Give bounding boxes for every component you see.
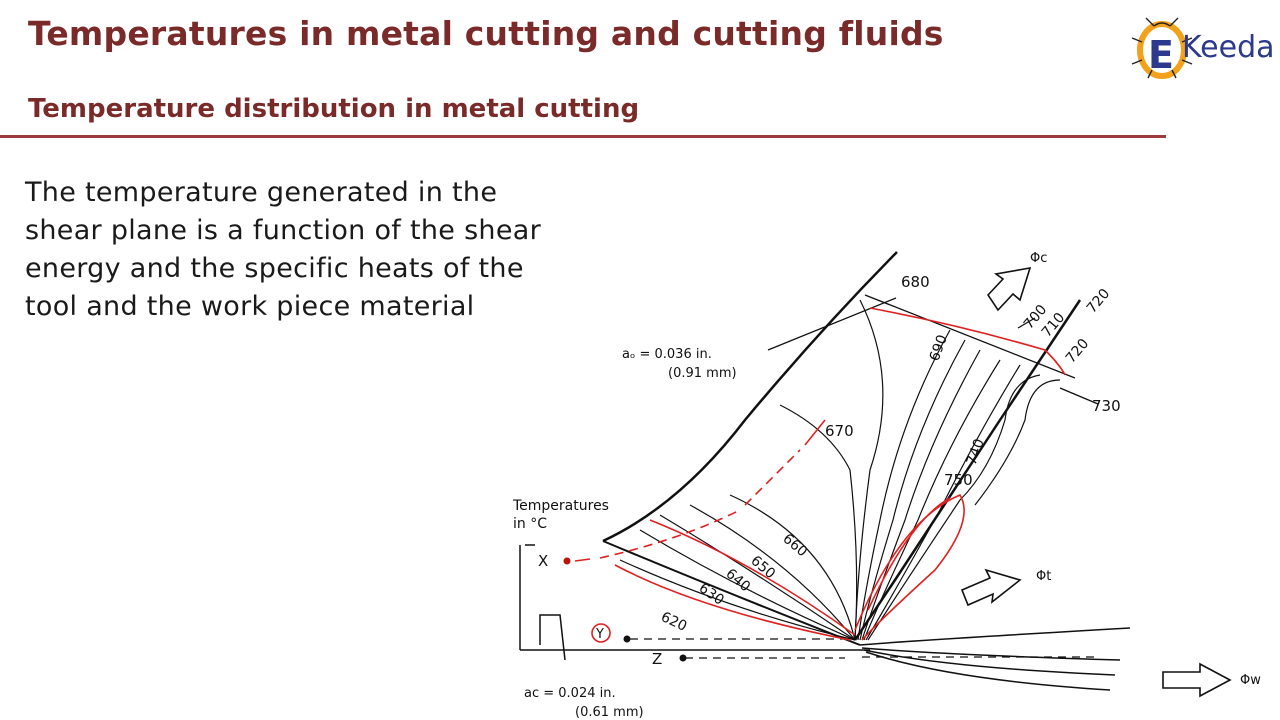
shear-plane (602, 540, 861, 646)
point-z-label: Z (652, 650, 662, 668)
isotherm-label-690: 690 (927, 333, 951, 364)
isotherm-label-720-lower: 720 (1063, 336, 1092, 367)
title-divider (0, 135, 1166, 138)
chip-thickness-metric: (0.91 mm) (668, 366, 737, 381)
isotherm-lines (619, 299, 1061, 641)
tool-flow-arrow-icon (960, 568, 1022, 607)
point-x-label: X (538, 552, 548, 570)
isotherm-label-740: 740 (964, 437, 988, 468)
material-points (563, 557, 687, 662)
phi-w-label: Φw (1240, 673, 1261, 688)
phi-t-label: Φt (1036, 569, 1051, 584)
uncut-thickness-metric: (0.61 mm) (575, 705, 644, 720)
point-x-marker (563, 557, 571, 565)
isotherm-label-750: 750 (944, 471, 973, 489)
slide-subtitle: Temperature distribution in metal cuttin… (28, 94, 640, 124)
body-paragraph: The temperature generated in the shear p… (25, 174, 685, 326)
isotherm-label-620: 620 (658, 609, 689, 635)
body-line-2: shear plane is a function of the shear (25, 215, 542, 246)
logo-text: Keeda (1182, 30, 1275, 65)
workpiece-lines (519, 544, 1131, 691)
body-line-3: energy and the specific heats of the (25, 253, 524, 284)
chip-thickness-label: aₒ = 0.036 in. (622, 347, 712, 362)
point-y-label: Y (595, 627, 604, 642)
point-y-marker (623, 635, 631, 643)
logo-initial: E (1148, 33, 1174, 77)
ekeeda-logo: E (1131, 17, 1193, 79)
isotherm-label-670: 670 (825, 422, 854, 440)
slide-title: Temperatures in metal cutting and cuttin… (28, 14, 944, 53)
flow-arrows (960, 266, 1232, 698)
temperatures-unit: in °C (513, 516, 547, 532)
isotherm-label-730: 730 (1092, 397, 1121, 415)
isotherm-label-680: 680 (901, 273, 930, 291)
chip-thickness-markers (767, 294, 1099, 405)
isotherm-label-720-top: 720 (1084, 286, 1113, 317)
isotherm-label-660: 660 (779, 531, 810, 560)
temperature-distribution-diagram: 620 630 640 650 660 670 680 690 700 710 … (512, 251, 1261, 720)
temperatures-heading: Temperatures (512, 498, 609, 514)
isotherm-label-650: 650 (747, 553, 778, 582)
chip-free-surface (602, 251, 898, 543)
work-flow-arrow-icon (1162, 662, 1232, 698)
body-line-1: The temperature generated in the (25, 177, 498, 208)
red-annotations (574, 307, 1066, 643)
body-line-4: tool and the work piece material (25, 291, 475, 322)
phi-c-label: Φc (1030, 251, 1047, 266)
point-z-marker (679, 654, 687, 662)
uncut-thickness-label: aᴄ = 0.024 in. (524, 686, 616, 701)
chip-flow-arrow-icon (986, 266, 1032, 312)
logo-bug-icon (1131, 17, 1193, 79)
dashed-trace-lines (630, 638, 1100, 659)
